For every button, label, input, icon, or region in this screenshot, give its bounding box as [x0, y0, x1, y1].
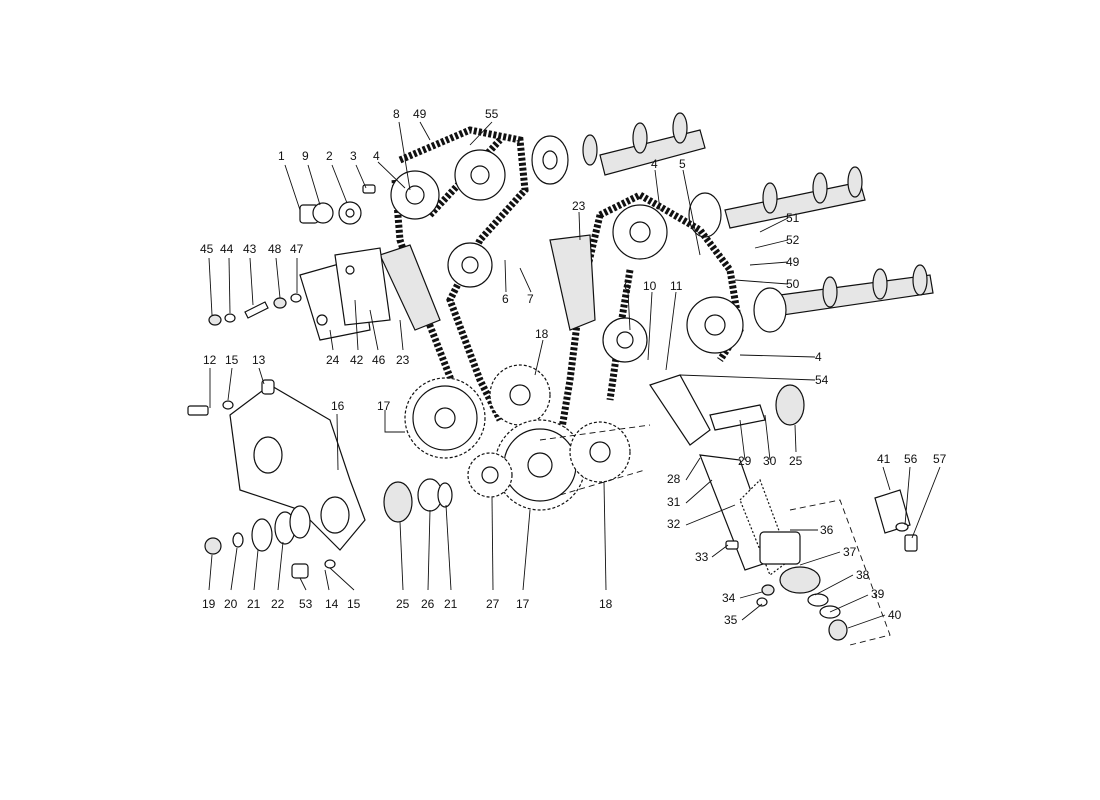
- part-label: 27: [486, 597, 500, 611]
- part-label: 34: [722, 591, 736, 605]
- part-label: 3: [350, 149, 357, 163]
- part-label: 21: [444, 597, 458, 611]
- part-label: 35: [724, 613, 738, 627]
- part-label: 53: [299, 597, 313, 611]
- chain-guide-left: [379, 244, 441, 331]
- part-label: 1: [278, 149, 285, 163]
- sprocket-top-right: [612, 204, 668, 260]
- part-label: 25: [396, 597, 410, 611]
- part-label: 23: [396, 353, 410, 367]
- part-label: 16: [331, 399, 345, 413]
- sprocket-idler-right: [602, 317, 648, 363]
- part-label: 2: [326, 149, 333, 163]
- part-label: 17: [516, 597, 530, 611]
- part-labels: 1 9 2 3 4 8 49 55 45 44 43 48 47 24 42 4…: [200, 107, 947, 627]
- part-label: 4: [373, 149, 380, 163]
- part-label: 17: [377, 399, 391, 413]
- part-label: 22: [271, 597, 285, 611]
- part-label: 44: [220, 242, 234, 256]
- part-label: 15: [225, 353, 239, 367]
- sprocket-top-left: [390, 170, 440, 220]
- part-label: 32: [667, 517, 681, 531]
- part-label: 31: [667, 495, 681, 509]
- part-label: 50: [786, 277, 800, 291]
- part-label: 49: [786, 255, 800, 269]
- part-label: 7: [527, 292, 534, 306]
- camshaft-lower: [753, 264, 934, 333]
- part-label: 45: [200, 242, 214, 256]
- gear-center-upper: [489, 364, 551, 426]
- cap-and-bolt: [874, 489, 918, 552]
- leader-lines: [208, 121, 941, 629]
- part-label: 21: [247, 597, 261, 611]
- gear-small-lower: [467, 452, 513, 498]
- small-parts-bottom-left: [204, 478, 453, 579]
- part-label: 52: [786, 233, 800, 247]
- part-label: 23: [572, 199, 586, 213]
- part-label: 4: [651, 157, 658, 171]
- part-label: 37: [843, 545, 857, 559]
- flange-bracket: [299, 247, 391, 341]
- tensioner-plunger: [709, 384, 805, 431]
- part-label: 12: [203, 353, 217, 367]
- part-label: 41: [877, 452, 891, 466]
- part-label: 15: [347, 597, 361, 611]
- part-label: 30: [763, 454, 777, 468]
- part-label: 11: [670, 279, 683, 293]
- part-label: 5: [679, 157, 686, 171]
- part-label: 28: [667, 472, 681, 486]
- part-label: 25: [789, 454, 803, 468]
- part-label: 20: [224, 597, 238, 611]
- sprocket-idler-left: [447, 242, 493, 288]
- part-label: 33: [695, 550, 709, 564]
- chain-guide-right: [549, 234, 596, 331]
- part-label: 6: [624, 279, 631, 293]
- sprocket-top-center: [454, 149, 506, 201]
- part-label: 55: [485, 107, 499, 121]
- front-cover: [229, 384, 366, 551]
- part-label: 54: [815, 373, 829, 387]
- part-label: 48: [268, 242, 282, 256]
- part-label: 6: [502, 292, 509, 306]
- part-label: 40: [888, 608, 902, 622]
- part-label: 18: [535, 327, 549, 341]
- part-label: 19: [202, 597, 216, 611]
- part-label: 43: [243, 242, 257, 256]
- part-label: 57: [933, 452, 947, 466]
- gear-large-left: [404, 377, 486, 459]
- part-label: 47: [290, 242, 304, 256]
- part-label: 42: [350, 353, 364, 367]
- camshaft-upper: [531, 112, 706, 185]
- camshaft-middle: [688, 166, 866, 238]
- part-label: 49: [413, 107, 427, 121]
- part-label: 4: [815, 350, 822, 364]
- part-label: 56: [904, 452, 918, 466]
- part-label: 24: [326, 353, 340, 367]
- part-label: 9: [302, 149, 309, 163]
- part-label: 8: [393, 107, 400, 121]
- part-label: 13: [252, 353, 266, 367]
- small-parts-left: [187, 184, 376, 416]
- part-label: 36: [820, 523, 834, 537]
- gear-right-center: [569, 421, 631, 483]
- sprocket-right-lower: [686, 296, 744, 354]
- part-label: 14: [325, 597, 339, 611]
- part-label: 10: [643, 279, 657, 293]
- part-label: 18: [599, 597, 613, 611]
- part-label: 39: [871, 587, 885, 601]
- part-label: 26: [421, 597, 435, 611]
- part-label: 29: [738, 454, 752, 468]
- part-label: 51: [786, 211, 800, 225]
- part-label: 38: [856, 568, 870, 582]
- part-label: 46: [372, 353, 386, 367]
